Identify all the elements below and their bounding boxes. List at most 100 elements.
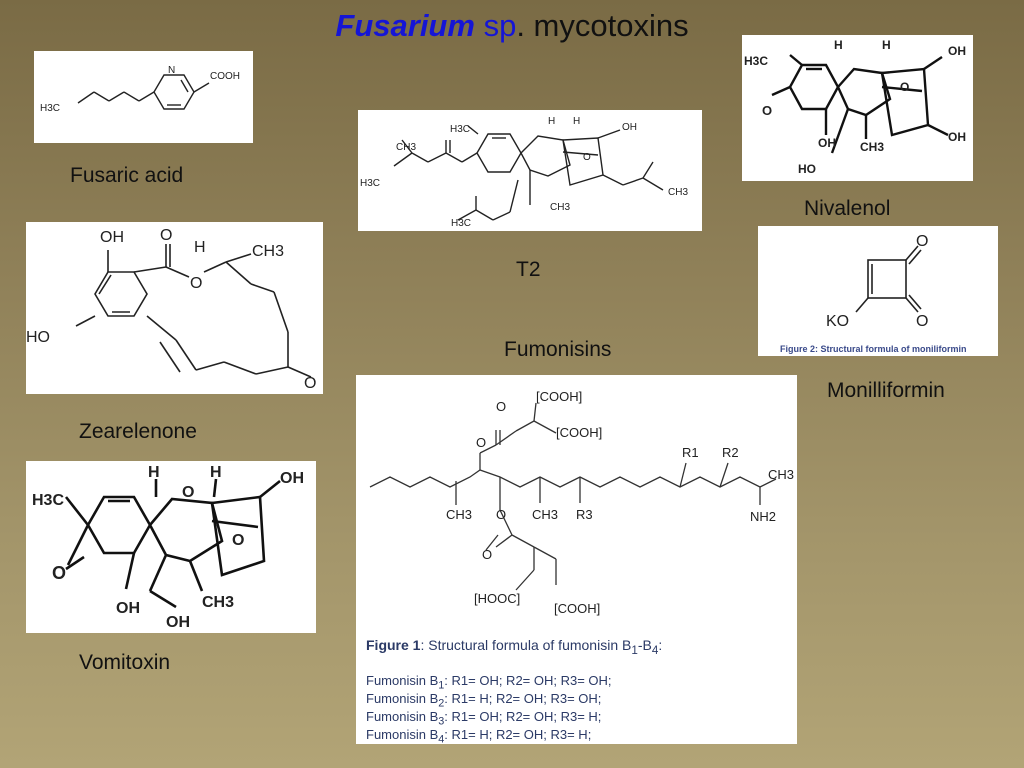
vom-atom-h2: H bbox=[210, 464, 222, 481]
fumonisin-caption-sub1: 1 bbox=[631, 643, 638, 657]
label-fumonisins: Fumonisins bbox=[504, 338, 612, 361]
niv-atom-h3c: H3C bbox=[744, 54, 768, 68]
fum-ch3-3: CH3 bbox=[768, 467, 794, 482]
fusaric-acid-structure: N COOH H3C bbox=[34, 51, 253, 143]
fumonisin-row-4-name: Fumonisin B bbox=[366, 727, 439, 742]
title-rest: . mycotoxins bbox=[516, 8, 689, 43]
fumonisin-row-2: Fumonisin B2: R1= H; R2= OH; R3= OH; bbox=[366, 691, 601, 710]
moniliformin-svg: O O KO Figure 2: Structural formula of m… bbox=[780, 233, 967, 354]
niv-atom-ho: HO bbox=[798, 162, 816, 176]
atom-h3c: H3C bbox=[40, 103, 60, 114]
fumonisin-row-1: Fumonisin B1: R1= OH; R2= OH; R3= OH; bbox=[366, 673, 612, 692]
fumonisin-caption-end: : bbox=[658, 637, 663, 653]
moniliformin-structure: O O KO Figure 2: Structural formula of m… bbox=[758, 226, 998, 356]
fum-hooc: [HOOC] bbox=[474, 591, 520, 606]
label-vomitoxin: Vomitoxin bbox=[79, 651, 171, 674]
zea-atom-o1: O bbox=[160, 227, 172, 244]
zea-atom-ho: HO bbox=[26, 329, 50, 346]
niv-atom-oh1: OH bbox=[948, 44, 966, 58]
vomitoxin-structure: H3C O H H O OH O OH OH CH3 bbox=[26, 461, 316, 633]
fum-r2: R2 bbox=[722, 445, 739, 460]
fumonisin-svg: [COOH] [COOH] O O CH3 CH3 R3 O O [HOOC] … bbox=[369, 389, 794, 616]
niv-atom-h2: H bbox=[882, 38, 891, 52]
niv-atom-oh3: OH bbox=[818, 136, 836, 150]
label-zearelenone: Zearelenone bbox=[79, 420, 197, 443]
t2-atom-h3c-left: H3C bbox=[360, 178, 380, 189]
zearelenone-svg: OH HO O O H CH3 O bbox=[26, 227, 316, 392]
niv-atom-o-ep: O bbox=[900, 80, 909, 94]
t2-atom-ch3-right: CH3 bbox=[668, 187, 688, 198]
label-fusaric-acid: Fusaric acid bbox=[70, 164, 184, 187]
vom-atom-h1: H bbox=[148, 464, 160, 481]
moniliformin-caption: Figure 2: Structural formula of monilifo… bbox=[780, 344, 967, 354]
vom-atom-o: O bbox=[52, 563, 66, 583]
fum-ch3-2: CH3 bbox=[532, 507, 558, 522]
slide-title: Fusarium sp. mycotoxins bbox=[0, 8, 1024, 44]
vomitoxin-svg: H3C O H H O OH O OH OH CH3 bbox=[32, 464, 304, 631]
zea-atom-oh: OH bbox=[100, 229, 124, 246]
title-genus: Fusarium bbox=[335, 8, 475, 43]
fum-ch3-1: CH3 bbox=[446, 507, 472, 522]
fumonisin-row-4-sub: 4 bbox=[438, 733, 445, 744]
vom-atom-oh1: OH bbox=[280, 470, 304, 487]
vom-atom-oh2: OH bbox=[116, 600, 140, 617]
zea-atom-o3: O bbox=[304, 375, 316, 392]
fum-o-4: O bbox=[482, 547, 492, 562]
fusaric-acid-svg: N COOH H3C bbox=[40, 65, 240, 114]
fumonisin-row-2-rest: : R1= H; R2= OH; R3= OH; bbox=[444, 691, 602, 706]
fum-nh2: NH2 bbox=[750, 509, 776, 524]
niv-atom-o: O bbox=[762, 103, 772, 118]
fumonisin-row-3-rest: : R1= OH; R2= OH; R3= H; bbox=[444, 709, 602, 724]
atom-n: N bbox=[168, 65, 175, 76]
t2-atom-h2: H bbox=[573, 116, 580, 127]
fumonisin-caption-mid: -B bbox=[637, 637, 652, 653]
fumonisin-row-1-sub: 1 bbox=[438, 679, 445, 692]
t2-atom-h3c-top: H3C bbox=[450, 124, 470, 135]
fum-cooh-2: [COOH] bbox=[556, 425, 602, 440]
mon-atom-o2: O bbox=[916, 313, 928, 330]
atom-cooh: COOH bbox=[210, 71, 240, 82]
fum-o-3: O bbox=[496, 507, 506, 522]
vom-atom-h3c: H3C bbox=[32, 492, 64, 509]
zearelenone-structure: OH HO O O H CH3 O bbox=[26, 222, 323, 394]
fum-r3: R3 bbox=[576, 507, 593, 522]
t2-atom-h: H bbox=[548, 116, 555, 127]
fumonisin-row-2-sub: 2 bbox=[438, 697, 445, 710]
label-t2: T2 bbox=[516, 258, 541, 281]
fumonisin-caption-bold: Figure 1 bbox=[366, 637, 421, 653]
title-species-abbrev: sp bbox=[483, 8, 517, 43]
fumonisin-caption: Figure 1: Structural formula of fumonisi… bbox=[366, 637, 662, 657]
zea-atom-ch3: CH3 bbox=[252, 243, 284, 260]
fumonisin-row-3: Fumonisin B3: R1= OH; R2= OH; R3= H; bbox=[366, 709, 601, 728]
niv-atom-oh2: OH bbox=[948, 130, 966, 144]
fum-cooh-3: [COOH] bbox=[554, 601, 600, 616]
label-moniliformin: Monilliformin bbox=[827, 379, 945, 402]
t2-atom-ch3: CH3 bbox=[396, 142, 416, 153]
niv-atom-ch3: CH3 bbox=[860, 140, 884, 154]
fumonisin-row-4: Fumonisin B4: R1= H; R2= OH; R3= H; bbox=[366, 727, 591, 744]
fum-r1: R1 bbox=[682, 445, 699, 460]
t2-atom-o: O bbox=[583, 152, 591, 163]
fumonisin-row-3-name: Fumonisin B bbox=[366, 709, 439, 724]
fum-o-1: O bbox=[496, 399, 506, 414]
fumonisin-row-2-name: Fumonisin B bbox=[366, 691, 439, 706]
vom-atom-o-ring: O bbox=[182, 484, 194, 501]
vom-atom-o-ep: O bbox=[232, 532, 244, 549]
t2-svg: H3C H H OH H3C CH3 H3C CH3 CH3 O bbox=[360, 116, 688, 229]
t2-atom-h3c-bottom: H3C bbox=[451, 218, 471, 229]
vom-atom-oh3: OH bbox=[166, 614, 190, 631]
vom-atom-ch3: CH3 bbox=[202, 594, 234, 611]
label-nivalenol: Nivalenol bbox=[804, 197, 891, 220]
fumonisin-caption-sub2: 4 bbox=[651, 643, 659, 657]
fumonisin-row-4-rest: : R1= H; R2= OH; R3= H; bbox=[444, 727, 592, 742]
mon-atom-ko: KO bbox=[826, 313, 849, 330]
t2-atom-ch3-mid: CH3 bbox=[550, 202, 570, 213]
t2-atom-oh: OH bbox=[622, 122, 637, 133]
niv-atom-h1: H bbox=[834, 38, 843, 52]
mon-atom-o1: O bbox=[916, 233, 928, 250]
fumonisin-caption-rest: : Structural formula of fumonisin B bbox=[420, 637, 632, 653]
fum-o-2: O bbox=[476, 435, 486, 450]
zea-atom-o2: O bbox=[190, 275, 202, 292]
fumonisin-structure: [COOH] [COOH] O O CH3 CH3 R3 O O [HOOC] … bbox=[356, 375, 797, 744]
t2-toxin-structure: H3C H H OH H3C CH3 H3C CH3 CH3 O bbox=[358, 110, 702, 231]
